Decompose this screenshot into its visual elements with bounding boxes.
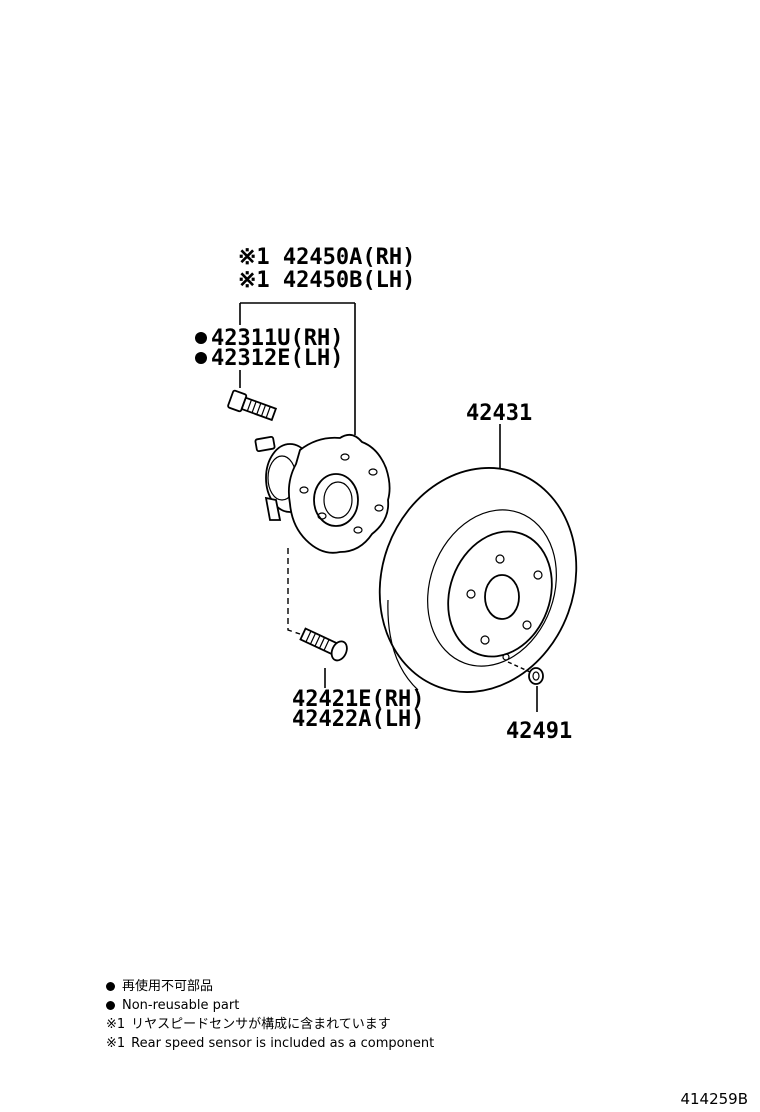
label-bolt-lh: 42312E(LH) — [211, 346, 343, 371]
legend-nonreuse-en: Non-reusable part — [122, 998, 240, 1013]
note-mark: ※1 — [106, 1017, 126, 1032]
hub-bolt-dashed-line — [287, 548, 301, 635]
label-hub-lh: ※1 42450B(LH) — [238, 268, 415, 293]
nonreuse-dot-lh — [195, 352, 207, 364]
label-plug: 42491 — [506, 719, 572, 744]
hub-bolt — [299, 627, 348, 662]
plug — [528, 667, 544, 685]
axle-hub-assembly — [254, 433, 391, 554]
label-hub-bolt-rh: 42421E(RH) — [292, 687, 424, 712]
legend-note-en: Rear speed sensor is included as a compo… — [131, 1036, 435, 1051]
legend: 再使用不可部品 Non-reusable part ※1 リヤスピードセンサが構… — [106, 977, 434, 1053]
hub-leader-bracket — [239, 302, 356, 435]
disc-rotor — [378, 467, 578, 693]
bullet-icon — [106, 982, 115, 991]
legend-row-nonreuse-jp: 再使用不可部品 — [106, 977, 434, 996]
label-hub-bolt-lh: 42422A(LH) — [292, 707, 424, 732]
legend-note-jp: リヤスピードセンサが構成に含まれています — [131, 1017, 391, 1032]
label-bolt-rh: 42311U(RH) — [211, 326, 343, 351]
legend-row-nonreuse-en: Non-reusable part — [106, 996, 434, 1015]
note-mark: ※1 — [106, 1036, 126, 1051]
bullet-icon — [106, 1001, 115, 1010]
mounting-bolt — [227, 389, 278, 422]
figure-number: 414259B — [680, 1090, 748, 1108]
legend-row-note-jp: ※1 リヤスピードセンサが構成に含まれています — [106, 1015, 434, 1034]
legend-row-note-en: ※1 Rear speed sensor is included as a co… — [106, 1034, 434, 1053]
nonreuse-dot-rh — [195, 332, 207, 344]
label-hub-rh: ※1 42450A(RH) — [238, 245, 415, 270]
label-disc: 42431 — [466, 401, 532, 426]
legend-nonreuse-jp: 再使用不可部品 — [122, 979, 214, 994]
